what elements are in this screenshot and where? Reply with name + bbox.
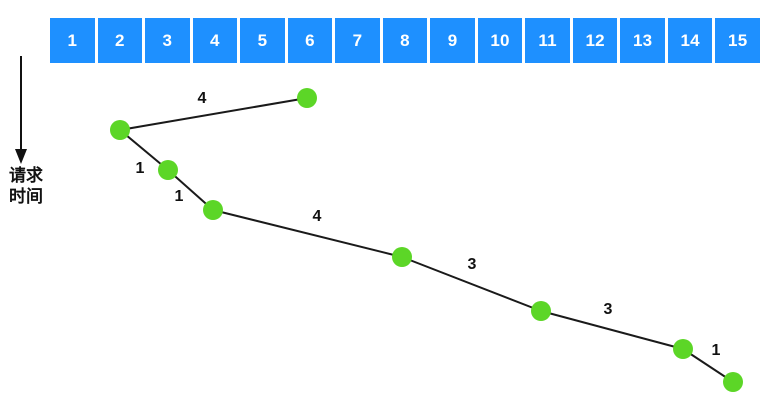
edges-group (119, 97, 734, 383)
axis-caption-line2: 时间 (9, 186, 43, 206)
timeline-cell-11[interactable]: 11 (525, 18, 570, 63)
arrow-down-icon (8, 54, 36, 168)
graph-edge-n6-n7 (540, 310, 684, 350)
timeline-cell-15[interactable]: 15 (715, 18, 760, 63)
nodes-group (110, 88, 743, 392)
graph-edge-n1-n3 (119, 129, 169, 171)
timeline-cell-8[interactable]: 8 (382, 18, 428, 63)
timeline-cell-12[interactable]: 12 (572, 18, 618, 63)
edge-weight-label-n6-n7: 3 (603, 301, 613, 318)
edge-weight-label-n4-n5: 4 (312, 208, 322, 225)
timeline-cell-7[interactable]: 7 (335, 18, 380, 63)
edge-weight-label-n1-n2: 4 (197, 90, 207, 107)
timeline-cell-2[interactable]: 2 (97, 18, 143, 63)
graph-node-n1[interactable] (110, 120, 130, 140)
timeline-cell-1[interactable]: 1 (50, 18, 95, 63)
graph-node-n5[interactable] (392, 247, 412, 267)
edge-weight-label-n5-n6: 3 (467, 256, 477, 273)
edge-weight-label-n3-n4: 1 (174, 188, 184, 205)
timeline-cell-10[interactable]: 10 (477, 18, 523, 63)
edge-weight-label-n7-n8: 1 (711, 342, 721, 359)
graph-node-n4[interactable] (203, 200, 223, 220)
timeline-cell-5[interactable]: 5 (240, 18, 285, 63)
timeline-cell-6[interactable]: 6 (287, 18, 333, 63)
graph-edge-n4-n5 (212, 209, 403, 258)
timeline-cell-9[interactable]: 9 (430, 18, 475, 63)
timeline-cell-3[interactable]: 3 (145, 18, 190, 63)
graph-edge-n3-n4 (167, 169, 214, 211)
graph-edge-n1-n2 (119, 97, 308, 131)
axis-caption-line1: 请求 (9, 166, 43, 185)
timeline-cell-14[interactable]: 14 (667, 18, 713, 63)
graph-node-n7[interactable] (673, 339, 693, 359)
axis-caption: 请求 时间 (2, 166, 50, 207)
timeline-cell-4[interactable]: 4 (192, 18, 238, 63)
graph-edge-n5-n6 (401, 256, 542, 312)
timeline-cell-13[interactable]: 13 (620, 18, 665, 63)
graph-node-n2[interactable] (297, 88, 317, 108)
graph-node-n3[interactable] (158, 160, 178, 180)
graph-node-n6[interactable] (531, 301, 551, 321)
edge-weight-label-n1-n3: 1 (135, 160, 145, 177)
graph-node-n8[interactable] (723, 372, 743, 392)
